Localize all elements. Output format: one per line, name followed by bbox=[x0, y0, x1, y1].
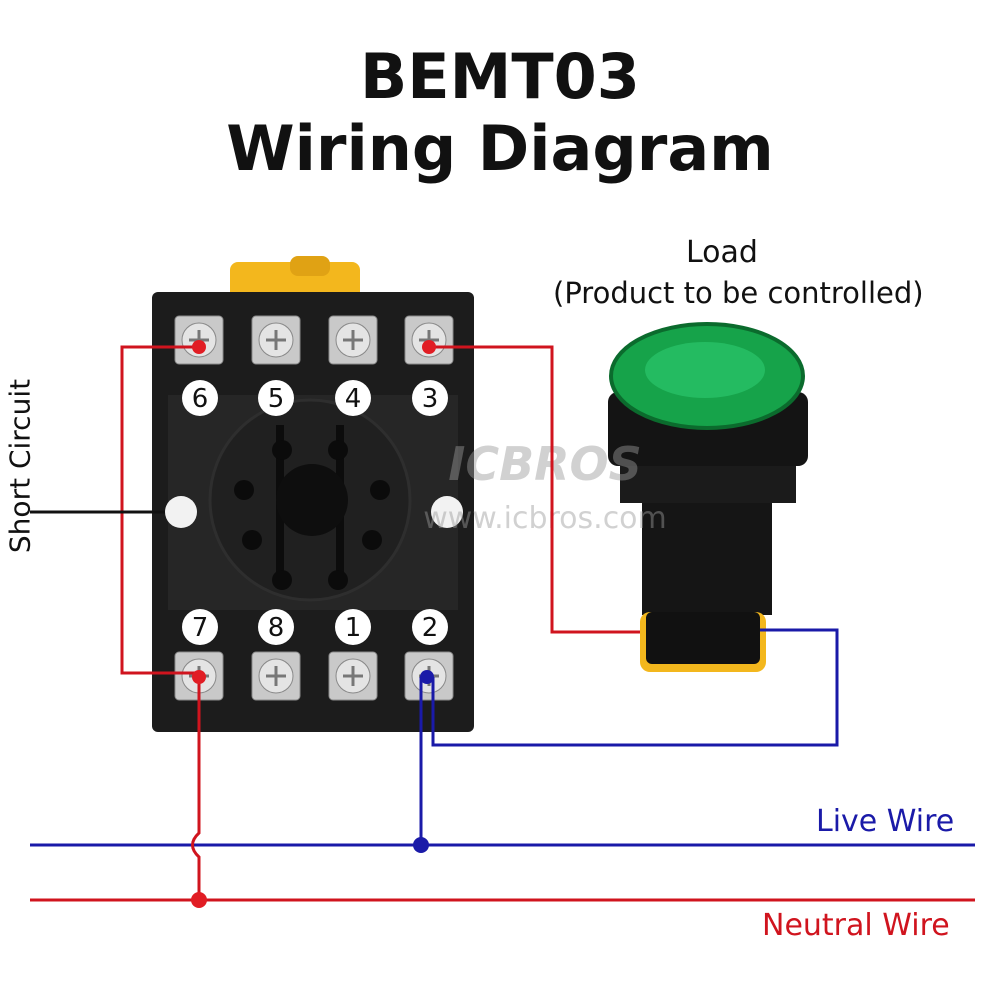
mounting-hole-right bbox=[431, 496, 463, 528]
indicator-lamp bbox=[608, 322, 808, 672]
title-line-2: Wiring Diagram bbox=[226, 112, 774, 185]
watermark-logo: ICBROS bbox=[448, 437, 642, 491]
terminal-number-6: 6 bbox=[192, 384, 209, 414]
pin-hole bbox=[272, 440, 292, 460]
socket-clip-tab bbox=[290, 256, 330, 276]
terminal-badge bbox=[335, 380, 371, 416]
terminal-badge bbox=[412, 609, 448, 645]
terminal-number-3: 3 bbox=[422, 384, 439, 414]
relay-socket: 6 5 4 3 7 8 1 2 bbox=[152, 256, 474, 732]
junction-dot bbox=[422, 340, 436, 354]
terminal-number-7: 7 bbox=[192, 613, 209, 643]
junction-dot bbox=[413, 837, 429, 853]
lamp-lens-highlight bbox=[645, 342, 765, 398]
terminal-badge bbox=[258, 609, 294, 645]
terminal-badge bbox=[258, 380, 294, 416]
short-circuit-wire bbox=[120, 345, 199, 675]
terminal-number-5: 5 bbox=[268, 384, 285, 414]
junction-dot bbox=[420, 670, 434, 684]
terminal-badge bbox=[412, 380, 448, 416]
mounting-hole-left bbox=[165, 496, 197, 528]
lamp-body bbox=[642, 503, 772, 615]
terminal-number-8: 8 bbox=[268, 613, 285, 643]
pin-hole bbox=[362, 530, 382, 550]
wire-terminal-3-to-load bbox=[429, 345, 640, 634]
terminal-screw bbox=[328, 651, 378, 701]
terminal-screw bbox=[328, 315, 378, 365]
junction-dot bbox=[192, 670, 206, 684]
terminal-screw bbox=[251, 651, 301, 701]
pin-hole bbox=[370, 480, 390, 500]
terminal-badge bbox=[182, 380, 218, 416]
junction-dot bbox=[192, 340, 206, 354]
pin-hole bbox=[272, 570, 292, 590]
terminal-number-1: 1 bbox=[345, 613, 362, 643]
pin-hole bbox=[234, 480, 254, 500]
load-sub-label: (Product to be controlled) bbox=[553, 276, 924, 310]
terminal-number-4: 4 bbox=[345, 384, 362, 414]
terminal-screw bbox=[251, 315, 301, 365]
neutral-wire-label: Neutral Wire bbox=[762, 908, 950, 943]
wire-load-to-terminal-2 bbox=[431, 628, 839, 747]
terminal-badge bbox=[182, 609, 218, 645]
terminal-number-2: 2 bbox=[422, 613, 439, 643]
pin-hole bbox=[328, 440, 348, 460]
terminal-badge bbox=[335, 609, 371, 645]
junction-dot bbox=[191, 892, 207, 908]
socket-center-hole bbox=[276, 464, 348, 536]
pin-hole bbox=[328, 570, 348, 590]
watermark-url: www.icbros.com bbox=[423, 501, 667, 536]
pin-hole bbox=[242, 530, 262, 550]
live-wire-label: Live Wire bbox=[816, 804, 955, 839]
load-label: Load bbox=[686, 235, 758, 270]
title-line-1: BEMT03 bbox=[360, 40, 640, 113]
lamp-terminal-insert bbox=[646, 612, 760, 664]
wire-terminal-7-to-neutral bbox=[191, 677, 201, 900]
short-circuit-label: Short Circuit bbox=[3, 378, 37, 554]
